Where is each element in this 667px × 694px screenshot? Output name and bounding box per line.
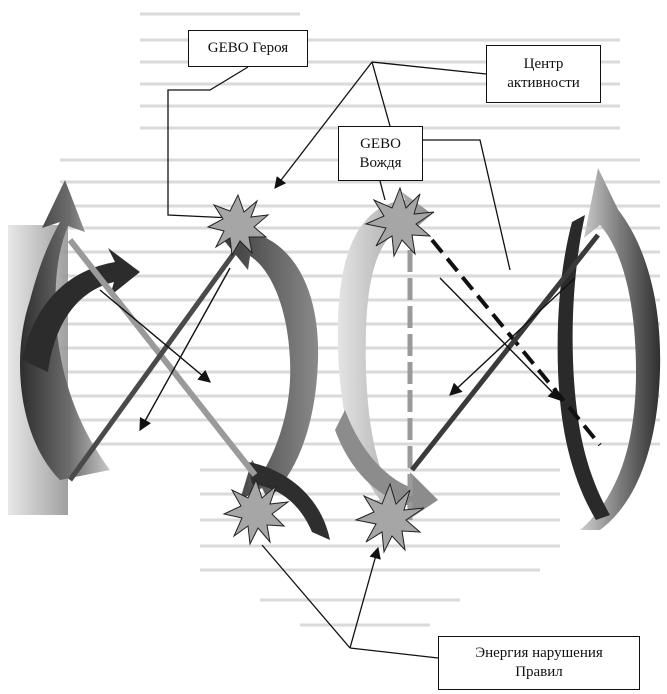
right-cycle-outer-arrow <box>580 168 661 530</box>
right-cycle-dark-diagonal <box>410 233 600 472</box>
label-gebo-leader: GEBO Вождя <box>338 126 423 181</box>
energy-to-right-star <box>349 546 381 649</box>
center-to-left-star <box>274 61 373 189</box>
star-upper-left <box>206 193 270 257</box>
leader-connector <box>423 139 511 271</box>
left-cycle-inner-arrow <box>22 248 140 372</box>
left-cycle-lower-arrow <box>248 462 330 540</box>
label-gebo-hero: GEBO Героя <box>188 30 308 67</box>
star-lower-left <box>222 478 290 546</box>
hero-connector <box>167 66 249 219</box>
energy-to-left-star <box>261 544 351 649</box>
energy-to-box <box>349 647 439 659</box>
star-lower-right <box>354 482 425 554</box>
right-cycle-inner-dark-arrow <box>557 215 610 520</box>
center-to-box <box>371 61 487 75</box>
label-energy-violation: Энергия нарушения Правил <box>438 636 640 690</box>
center-to-leader <box>371 61 391 127</box>
left-cycle-thin-arrow-1 <box>99 289 211 383</box>
left-cycle-dark-diagonal <box>67 236 248 482</box>
connector-lines <box>167 61 511 659</box>
leader-to-star <box>379 180 386 201</box>
left-cycle-outer-arrow <box>20 180 110 480</box>
label-activity-center: Центр активности <box>486 45 601 103</box>
right-cycle-thin-arrow-2 <box>449 277 576 396</box>
right-cycle-thin-arrow-1 <box>439 277 561 401</box>
star-upper-right <box>364 186 435 258</box>
left-cycle-thin-arrow-2 <box>139 267 231 432</box>
left-cycle-right-arrow <box>222 230 319 500</box>
left-cycle-gray-diagonal <box>67 238 258 477</box>
